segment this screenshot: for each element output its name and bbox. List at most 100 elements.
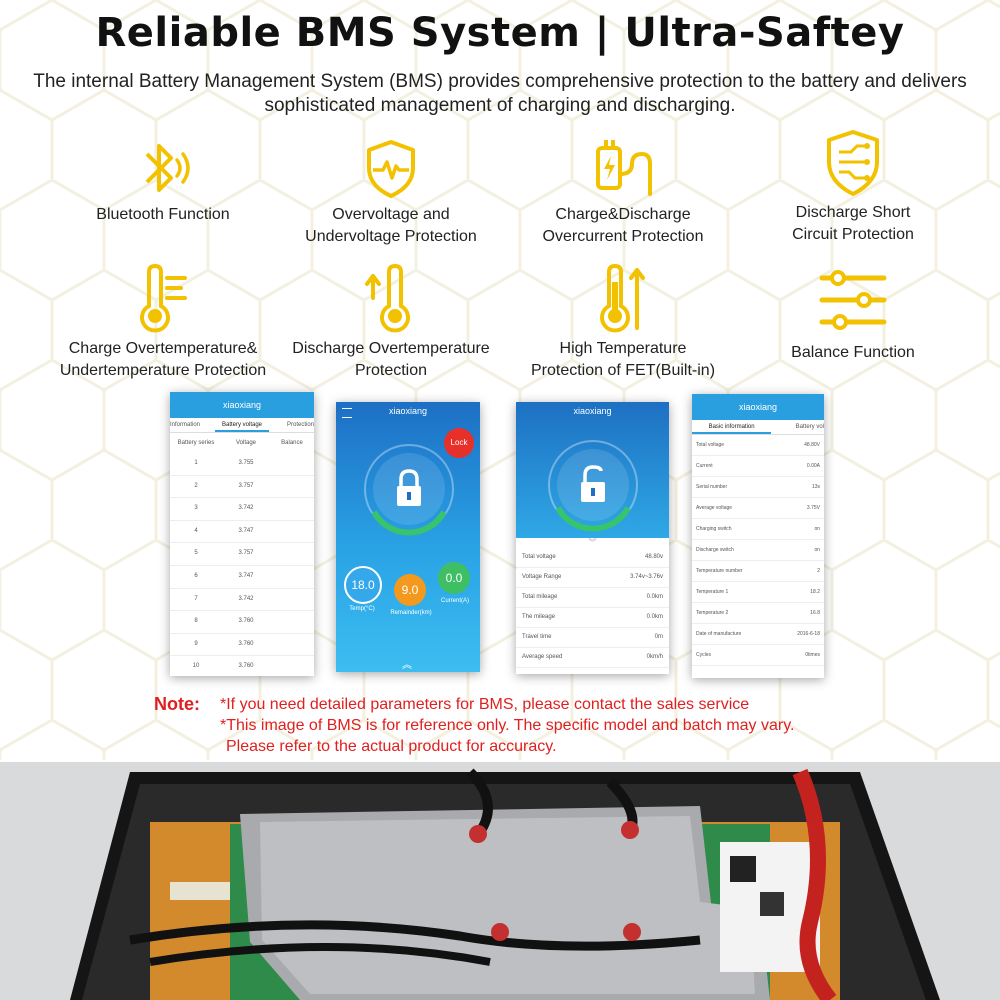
series-cell: 9 bbox=[194, 640, 198, 647]
tab-battery-voltage[interactable]: Battery vol bbox=[795, 424, 824, 430]
info-value: 2 bbox=[817, 568, 820, 574]
info-value: 48.80V bbox=[804, 442, 820, 448]
app-screen-basic: xiaoxiang Basic information Battery vol … bbox=[692, 394, 824, 678]
app-tabs: Information Battery voltage Protection bbox=[170, 418, 314, 433]
shield-pulse-icon bbox=[367, 140, 415, 198]
series-cell: 10 bbox=[192, 663, 200, 670]
info-key: Average voltage bbox=[696, 505, 733, 511]
page-subtitle: The internal Battery Management System (… bbox=[33, 71, 967, 116]
feature-charge-temperature: Charge Overtemperature& Undertemperature… bbox=[48, 262, 278, 382]
feature-bluetooth: Bluetooth Function bbox=[48, 136, 278, 226]
unlock-gauge bbox=[548, 440, 638, 532]
chevron-up-icon[interactable]: ︽ bbox=[402, 660, 412, 671]
detail-value: 0km/h bbox=[646, 654, 663, 660]
column-header: Voltage bbox=[235, 440, 257, 446]
basic-info-list: Total voltage 48.80V Current 0.00A Serial nu… bbox=[692, 435, 824, 666]
bluetooth-icon bbox=[145, 144, 190, 192]
feature-overvoltage: Overvoltage and Undervoltage Protection bbox=[276, 136, 506, 248]
feature-label: Balance Function bbox=[791, 344, 915, 361]
voltage-cell: 3.760 bbox=[238, 618, 254, 625]
detail-key: The mileage bbox=[522, 614, 556, 620]
detail-key: Average speed bbox=[522, 654, 563, 660]
page-title: Reliable BMS System | Ultra-Saftey bbox=[95, 10, 905, 56]
chevron-down-icon[interactable]: ︾ bbox=[588, 538, 597, 547]
info-row: Charging switch on bbox=[692, 519, 824, 540]
info-row: Average voltage 3.75V bbox=[692, 498, 824, 519]
feature-label: Charge&Discharge bbox=[555, 206, 691, 223]
info-key: Temperature 1 bbox=[696, 589, 729, 595]
info-value: on bbox=[814, 526, 820, 532]
lock-gauge bbox=[364, 444, 454, 536]
note-label: Note: bbox=[154, 694, 200, 714]
voltage-cell: 3.757 bbox=[238, 482, 254, 489]
app-hero: xiaoxiang bbox=[516, 402, 669, 538]
series-cell: 4 bbox=[194, 527, 198, 534]
feature-label: Discharge Overtemperature bbox=[292, 340, 490, 357]
note-line: *This image of BMS is for reference only… bbox=[220, 717, 795, 734]
feature-label: Undervoltage Protection bbox=[305, 228, 477, 245]
menu-icon[interactable] bbox=[342, 408, 352, 418]
info-value: 3.75V bbox=[806, 505, 820, 511]
remainder-value: 9.0 bbox=[394, 574, 426, 606]
info-key: Date of manufacture bbox=[696, 631, 742, 637]
app-header: xiaoxiang bbox=[692, 394, 824, 420]
voltage-cell: 3.760 bbox=[238, 640, 254, 647]
feature-short-circuit: Discharge Short Circuit Protection bbox=[738, 128, 968, 246]
app-screen-voltage: xiaoxiang Information Battery voltage Pr… bbox=[170, 392, 314, 676]
detail-value: 3.74v~3.76v bbox=[630, 574, 663, 580]
info-key: Current bbox=[696, 463, 713, 469]
table-header: Battery series Voltage Balance bbox=[170, 433, 314, 453]
series-cell: 1 bbox=[194, 460, 198, 466]
app-header: xiaoxiang bbox=[573, 406, 612, 416]
note-block: Note: *If you need detailed parameters f… bbox=[154, 694, 914, 757]
feature-label: Overcurrent Protection bbox=[542, 228, 704, 245]
detail-key: Voltage Range bbox=[522, 574, 562, 580]
info-row: Total voltage 48.80V bbox=[692, 435, 824, 456]
app-header: xiaoxiang bbox=[170, 392, 314, 418]
tab-protection[interactable]: Protection bbox=[286, 422, 314, 428]
current-value: 0.0 bbox=[438, 562, 470, 594]
tab-battery-voltage[interactable]: Battery voltage bbox=[215, 418, 269, 432]
column-header: Battery series bbox=[177, 440, 215, 446]
series-cell: 5 bbox=[194, 550, 198, 557]
note-line: Please refer to the actual product for a… bbox=[226, 738, 557, 755]
series-cell: 6 bbox=[194, 572, 198, 579]
info-key: Temperature 2 bbox=[696, 610, 729, 616]
lock-button[interactable]: Lock bbox=[444, 428, 474, 458]
info-key: Total voltage bbox=[696, 442, 725, 448]
info-value: 13s bbox=[811, 484, 820, 490]
remainder-label: Remainder(km) bbox=[390, 610, 432, 616]
info-value: 0times bbox=[805, 652, 820, 658]
table-row: 9 3.760 bbox=[170, 634, 314, 657]
feature-label: Discharge Short bbox=[795, 204, 911, 221]
charging-plug-icon bbox=[596, 140, 652, 196]
tab-information[interactable]: Information bbox=[170, 422, 201, 428]
sliders-icon bbox=[819, 270, 887, 330]
series-cell: 2 bbox=[194, 482, 198, 489]
table-row: 2 3.757 bbox=[170, 476, 314, 499]
detail-value: 48.80v bbox=[644, 554, 663, 560]
info-row: Serial number 13s bbox=[692, 477, 824, 498]
temp-value: 18.0 bbox=[344, 566, 382, 604]
feature-label: Circuit Protection bbox=[792, 226, 914, 243]
feature-label: Charge Overtemperature& bbox=[68, 340, 258, 357]
detail-row: Voltage Range 3.74v~3.76v bbox=[516, 568, 669, 588]
tab-basic-information[interactable]: Basic information bbox=[692, 420, 772, 434]
app-screen-lock: xiaoxiang Lock 18.0 Temp(°C) 9.0 Remaind… bbox=[336, 402, 480, 672]
info-key: Serial number bbox=[696, 484, 728, 490]
app-header: xiaoxiang bbox=[388, 406, 428, 416]
info-key: Charging switch bbox=[696, 526, 732, 532]
info-value: 0.00A bbox=[806, 463, 820, 469]
